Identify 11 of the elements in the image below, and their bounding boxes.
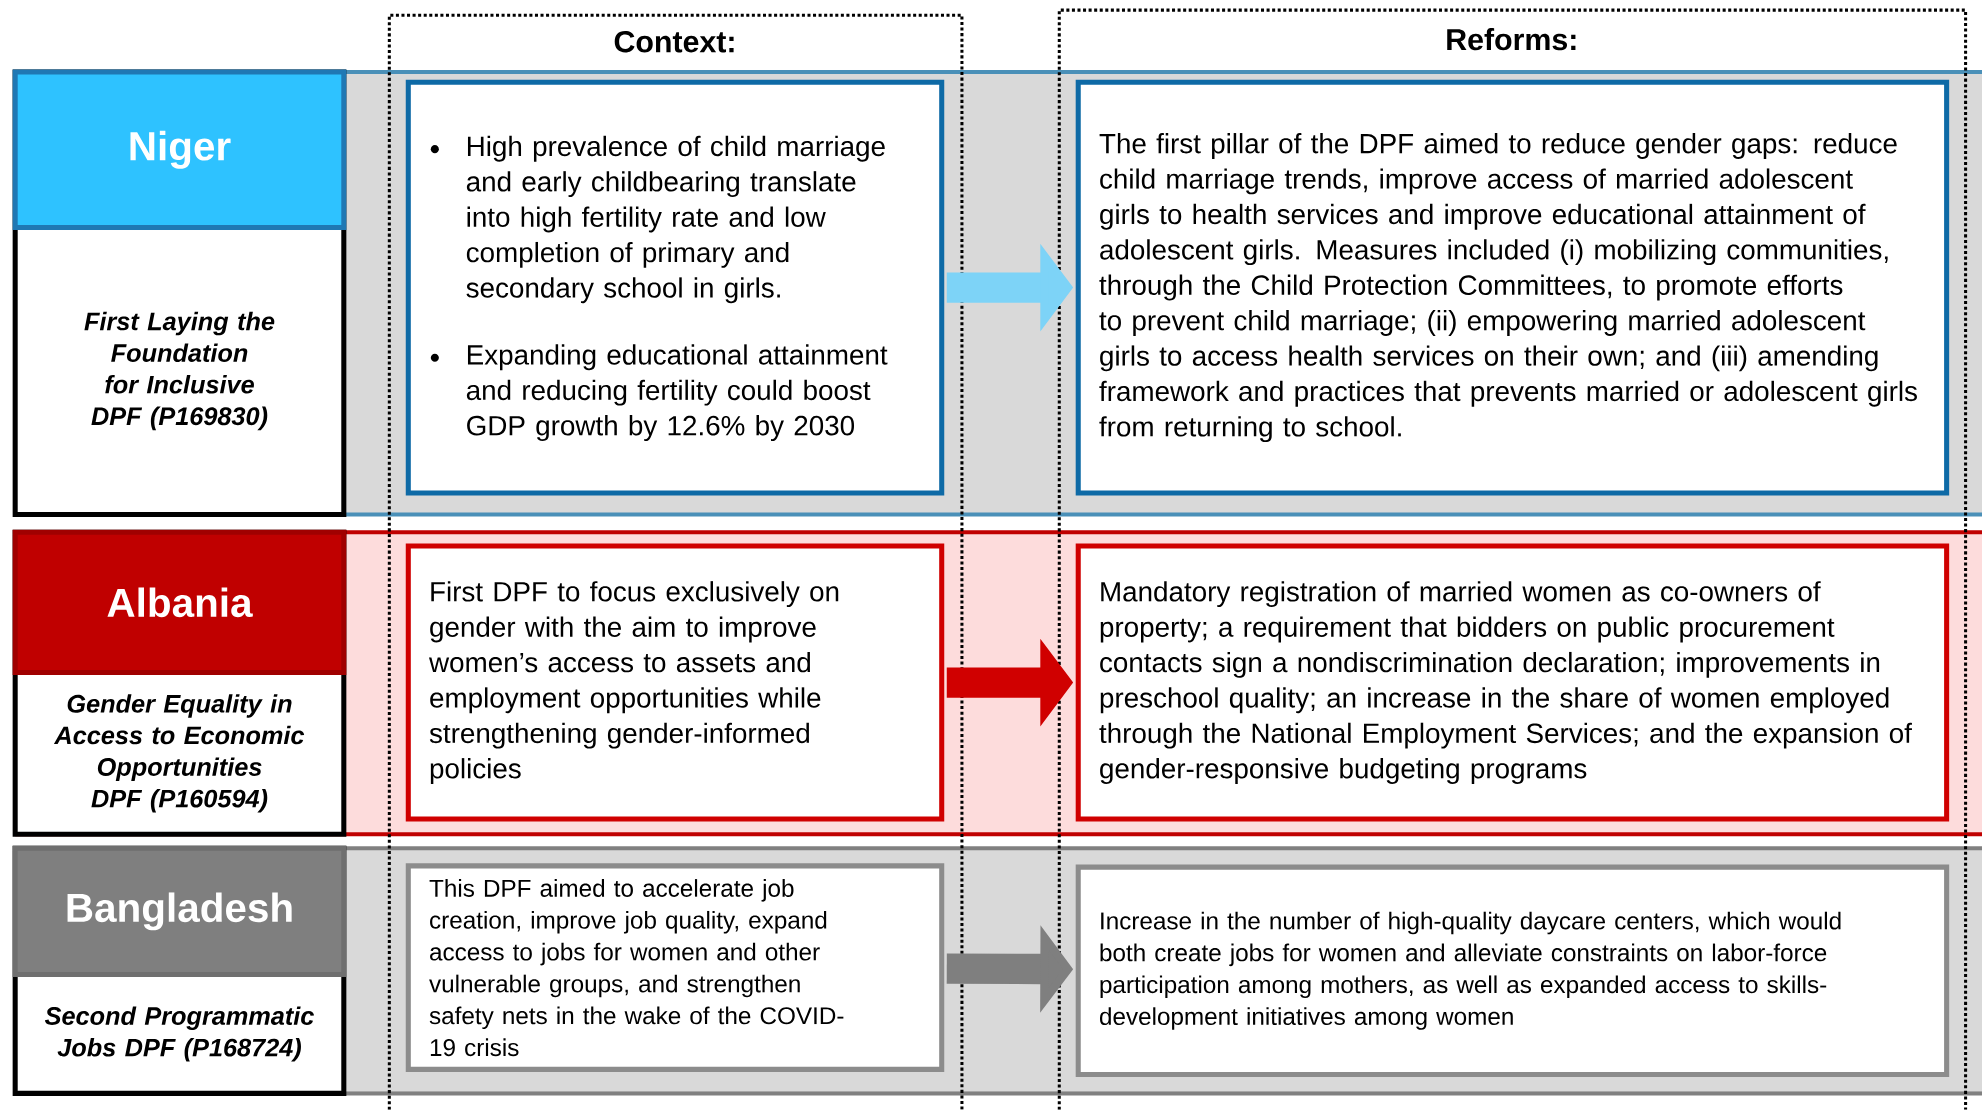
context-box: High prevalence of child marriage and early childbearing translate into high fertility rate and low completion of primary and secondary school in girls. Expanding educational attainment and reducing fertility could boost GDP growth by 12.6% by 2030: [405, 79, 945, 496]
country-card: Albania Gender Equality in Access to Economic Opportunities DPF (P160594): [12, 529, 347, 837]
context-box: This DPF aimed to accelerate job creation, improve job quality, expand access to jobs for women and other vulnerable groups, and strengthen safety nets in the wake of the COVID-19 crisis: [405, 863, 945, 1072]
reform-box: The first pillar of the DPF aimed to reduce gender gaps: reduce child marriage trends, improve access of married adolescent girls to health services and improve educational attainment of adolescent girls. Measures included (i) mobilizing communities, through the Child Protection Committees, to promote efforts to prevent child marriage; (ii) empowering married adolescent girls to access health services on their own; and (iii) amending framework and practices that prevents married or adolescent girls from returning to school.: [1075, 79, 1950, 496]
reform-box: Increase in the number of high-quality daycare centers, which would both create jobs for women and alleviate constraints on labor-force participation among mothers, as well as expanded access to skills-development initiatives among women: [1075, 864, 1950, 1078]
country-card: Niger First Laying the Foundation for Inclusive DPF (P169830): [12, 69, 347, 518]
country-card: Bangladesh Second Programmatic Jobs DPF (P168724): [12, 845, 347, 1096]
column-heading: Context:: [614, 31, 734, 53]
column-heading: Reforms:: [1447, 28, 1576, 51]
reform-box: Mandatory registration of married women as co-owners of property; a requirement that bidders on public procurement contacts sign a nondiscrimination declaration; improvements in preschool quality; an increase in the share of women employed through the National Employment Services; and the expansion of gender-responsive budgeting programs: [1075, 543, 1950, 822]
context-box: First DPF to focus exclusively on gender with the aim to improve women’s access to assets and employment opportunities while strengthening gender-informed policies: [405, 543, 945, 822]
